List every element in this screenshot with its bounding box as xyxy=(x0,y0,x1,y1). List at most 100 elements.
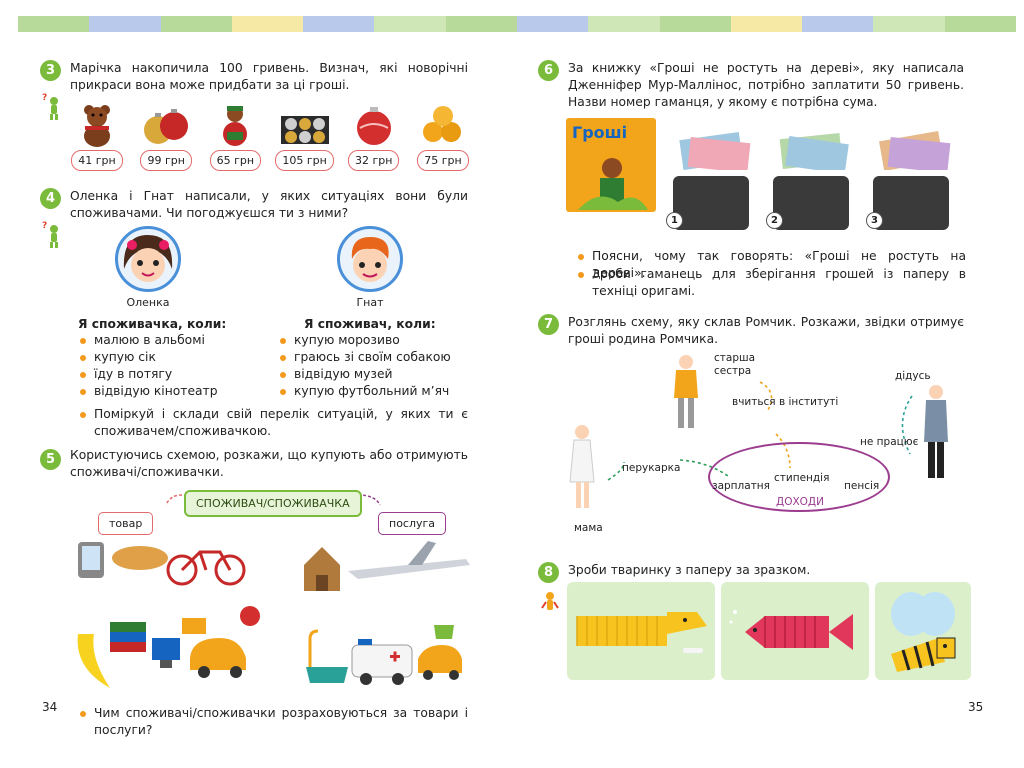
girl-name: Оленка xyxy=(126,296,170,309)
page-number-right: 35 xyxy=(968,700,984,714)
task-4-text: Оленка і Гнат написали, у яких ситуаціях… xyxy=(70,189,468,220)
svg-text:?: ? xyxy=(42,93,47,103)
task-number: 5 xyxy=(40,449,61,470)
service-box: послуга xyxy=(378,512,447,535)
task-6: 6 За книжку «Гроші не ростуть на дереві»… xyxy=(538,52,978,302)
thinking-figure-icon: ? xyxy=(42,93,58,120)
task-number: 4 xyxy=(40,188,61,209)
services-illustration xyxy=(304,541,470,685)
task-8: 8 Зроби тваринку з паперу за зразком. xyxy=(538,560,978,690)
list-item: їду в потягу xyxy=(78,366,258,383)
stripe-segment xyxy=(18,16,90,32)
list-item: купую футбольний м’яч xyxy=(278,383,468,400)
girl-situations-list: малюю в альбомі купую сік їду в потягу в… xyxy=(78,332,258,400)
goods-box: товар xyxy=(98,512,154,535)
stripe-segment xyxy=(944,16,1016,32)
task-7-text: Розглянь схему, яку склав Ромчик. Розкаж… xyxy=(568,315,964,346)
task-6-text: За книжку «Гроші не ростуть на дереві», … xyxy=(568,61,964,109)
boy-avatar xyxy=(337,226,403,292)
stripe-segment xyxy=(89,16,161,32)
toy-figure-icon xyxy=(223,106,248,146)
craft-bee-card xyxy=(875,582,971,680)
task-8-text: Зроби тваринку з паперу за зразком. xyxy=(568,563,811,577)
task-6-note: Зроби гаманець для зберігання грошей із … xyxy=(576,266,966,300)
ball-ornaments-icon xyxy=(144,109,189,144)
list-item: відвідую музей xyxy=(278,366,468,383)
price-item: 41 грн xyxy=(70,102,124,171)
money-bills xyxy=(679,131,951,170)
price-tag: 75 грн xyxy=(417,150,469,171)
book-cover: Гроші xyxy=(566,118,656,212)
wallet-2 xyxy=(773,176,849,230)
price-tag: 41 грн xyxy=(71,150,123,171)
red-ball-icon xyxy=(356,107,391,145)
teddy-bear-icon xyxy=(84,105,110,147)
stripe-segment xyxy=(231,16,304,32)
list-item: малюю в альбомі xyxy=(78,332,258,349)
stripe-segment xyxy=(802,16,874,32)
paper-fish-icon xyxy=(729,610,853,650)
boy-face-icon xyxy=(351,237,389,282)
stripe-segment xyxy=(160,16,232,32)
svg-text:?: ? xyxy=(42,221,47,231)
sister-label: старша сестра xyxy=(714,352,756,377)
price-tag: 32 грн xyxy=(348,150,400,171)
task-5: 5 Користуючись схемою, розкажи, що купую… xyxy=(40,445,470,737)
boy-name: Гнат xyxy=(356,296,384,309)
book-illustration xyxy=(578,158,648,210)
stipend-label: стипендія xyxy=(774,472,830,484)
boy-situations-list: купую морозиво граюсь зі своїм собакою в… xyxy=(278,332,468,400)
list-item: відвідую кінотеатр xyxy=(78,383,258,400)
goods-illustration xyxy=(77,542,260,688)
wallet-number: 1 xyxy=(666,212,683,229)
price-item: 75 грн xyxy=(416,102,470,171)
girl-face-icon xyxy=(123,235,173,282)
wallet-3 xyxy=(873,176,949,230)
study-label: вчиться в інституті xyxy=(732,396,839,408)
top-color-stripe xyxy=(18,16,1016,32)
wallet-number: 3 xyxy=(866,212,883,229)
price-tag: 105 грн xyxy=(275,150,334,171)
task-4: 4 ? Оленка і Гнат написали, у яких ситуа… xyxy=(40,186,470,446)
grandpa-label: дідусь xyxy=(895,370,931,382)
hairdresser-label: перукарка xyxy=(622,462,681,474)
gold-balls-icon xyxy=(422,106,461,142)
task-7: 7 Розглянь схему, яку склав Ромчик. Розк… xyxy=(538,312,978,552)
stripe-segment xyxy=(659,16,731,32)
family-income-scheme xyxy=(569,355,948,508)
stripe-segment xyxy=(445,16,517,32)
paper-dog-icon xyxy=(576,612,707,653)
task-number: 3 xyxy=(40,60,61,81)
task-3-text: Марічка накопичила 100 гривень. Визнач, … xyxy=(70,61,468,92)
stripe-segment xyxy=(374,16,446,32)
craft-dog-card xyxy=(567,582,715,680)
not-working-label: не працює xyxy=(860,436,919,448)
task-3: 3 ? Марічка накопичила 100 гривень. Визн… xyxy=(40,52,470,182)
stripe-segment xyxy=(873,16,945,32)
pension-label: пенсія xyxy=(844,480,880,492)
list-item: купую морозиво xyxy=(278,332,468,349)
list-item: купую сік xyxy=(78,349,258,366)
paper-bee-icon xyxy=(891,592,956,672)
ornament-box-icon xyxy=(280,116,329,144)
stripe-segment xyxy=(303,16,375,32)
income-ellipse xyxy=(708,442,890,512)
mom-label: мама xyxy=(574,522,603,534)
task-5-text: Користуючись схемою, розкажи, що купують… xyxy=(70,448,468,479)
price-tag: 99 грн xyxy=(140,150,192,171)
income-label: ДОХОДИ xyxy=(776,496,824,508)
list-item: граюсь зі своїм собакою xyxy=(278,349,468,366)
thinking-figure-icon: ? xyxy=(42,221,58,248)
craft-figure-icon xyxy=(541,592,559,610)
task-number: 7 xyxy=(538,314,559,335)
wallet-number: 2 xyxy=(766,212,783,229)
price-item: 65 грн xyxy=(208,102,262,171)
boy-list-title: Я споживач, коли: xyxy=(304,317,436,331)
task-6-note: Поясни, чому так говорять: «Гроші не рос… xyxy=(576,248,966,282)
stripe-segment xyxy=(730,16,803,32)
girl-avatar xyxy=(115,226,181,292)
price-tag: 65 грн xyxy=(209,150,262,171)
price-item: 32 грн xyxy=(347,102,401,171)
task-number: 8 xyxy=(538,562,559,583)
consumer-box: СПОЖИВАЧ/СПОЖИВАЧКА xyxy=(184,490,362,517)
